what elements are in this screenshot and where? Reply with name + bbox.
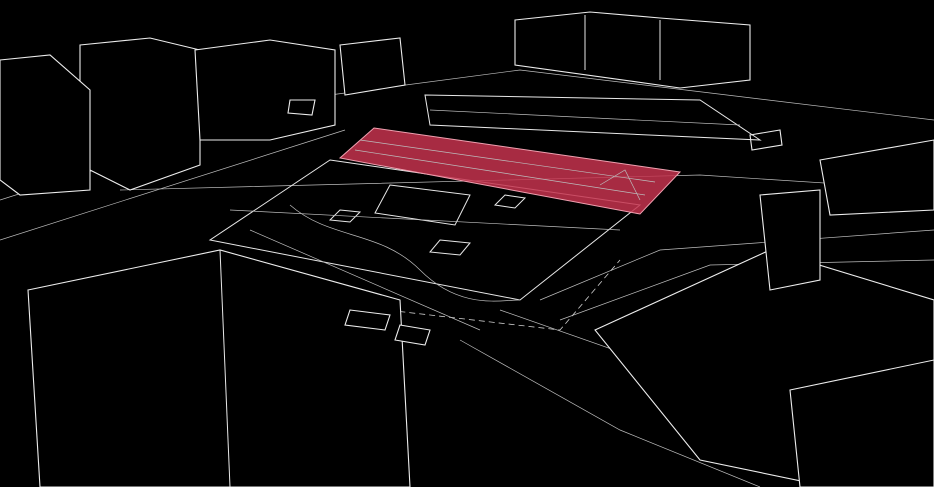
- highlight-detail-lines: [354, 139, 656, 201]
- buildings: [0, 11, 934, 487]
